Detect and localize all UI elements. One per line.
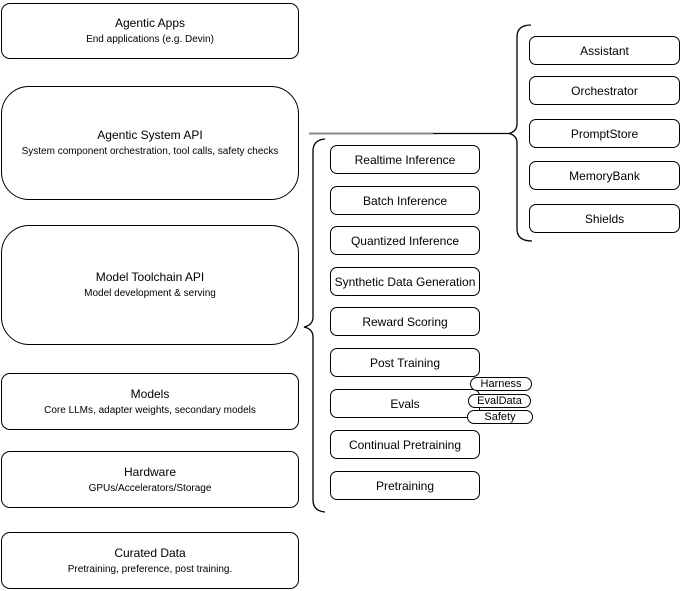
node-reward-scoring: Reward Scoring <box>330 307 480 336</box>
node-subtitle: System component orchestration, tool cal… <box>21 146 279 157</box>
node-title: Model Toolchain API <box>95 270 205 284</box>
node-agentic-apps: Agentic Apps End applications (e.g. Devi… <box>1 3 299 59</box>
node-label: Realtime Inference <box>354 152 456 167</box>
node-label: Continual Pretraining <box>348 437 462 452</box>
node-post-training: Post Training <box>330 348 480 377</box>
node-title: Hardware <box>123 464 177 479</box>
node-batch-inference: Batch Inference <box>330 186 480 215</box>
eval-tag-evaldata: EvalData <box>468 394 531 408</box>
node-model-toolchain-api: Model Toolchain API Model development & … <box>1 225 299 345</box>
tag-label: Harness <box>480 377 522 390</box>
node-subtitle: GPUs/Accelerators/Storage <box>88 482 212 494</box>
node-label: Quantized Inference <box>350 233 460 248</box>
node-label: MemoryBank <box>569 168 640 183</box>
node-subtitle: Pretraining, preference, post training. <box>67 563 233 575</box>
node-pretraining: Pretraining <box>330 471 480 500</box>
node-title: Models <box>130 386 170 401</box>
node-title: Agentic System API <box>97 128 203 142</box>
node-assistant: Assistant <box>529 36 680 65</box>
eval-tag-harness: Harness <box>470 377 532 391</box>
bracket-system-components <box>508 24 533 242</box>
node-agentic-system-api: Agentic System API System component orch… <box>1 86 299 200</box>
node-memorybank: MemoryBank <box>529 161 680 190</box>
node-subtitle: Core LLMs, adapter weights, secondary mo… <box>44 404 256 416</box>
node-label: PromptStore <box>570 126 639 141</box>
eval-tag-safety: Safety <box>467 410 533 424</box>
node-shields: Shields <box>529 204 680 233</box>
node-subtitle: End applications (e.g. Devin) <box>86 34 214 45</box>
node-curated-data: Curated Data Pretraining, preference, po… <box>1 532 299 589</box>
bracket-toolchain-components <box>303 138 326 513</box>
node-quantized-inference: Quantized Inference <box>330 226 480 255</box>
node-title: Curated Data <box>114 545 186 560</box>
node-orchestrator: Orchestrator <box>529 76 680 105</box>
tag-label: Safety <box>484 410 516 423</box>
node-label: Pretraining <box>375 478 435 493</box>
tag-label: EvalData <box>477 394 522 407</box>
node-evals: Evals <box>330 389 480 418</box>
node-label: Synthetic Data Generation <box>334 274 476 289</box>
node-label: Evals <box>390 396 420 411</box>
node-models: Models Core LLMs, adapter weights, secon… <box>1 373 299 430</box>
node-promptstore: PromptStore <box>529 119 680 148</box>
node-subtitle: Model development & serving <box>84 288 216 299</box>
node-label: Orchestrator <box>571 83 638 98</box>
node-label: Shields <box>584 211 625 226</box>
node-hardware: Hardware GPUs/Accelerators/Storage <box>1 451 299 508</box>
node-continual-pretraining: Continual Pretraining <box>330 430 480 459</box>
node-label: Batch Inference <box>362 193 448 208</box>
node-label: Reward Scoring <box>362 314 448 329</box>
node-synthetic-data-generation: Synthetic Data Generation <box>330 267 480 296</box>
node-label: Post Training <box>369 355 441 370</box>
node-title: Agentic Apps <box>114 16 186 30</box>
node-label: Assistant <box>580 43 629 58</box>
node-realtime-inference: Realtime Inference <box>330 145 480 174</box>
